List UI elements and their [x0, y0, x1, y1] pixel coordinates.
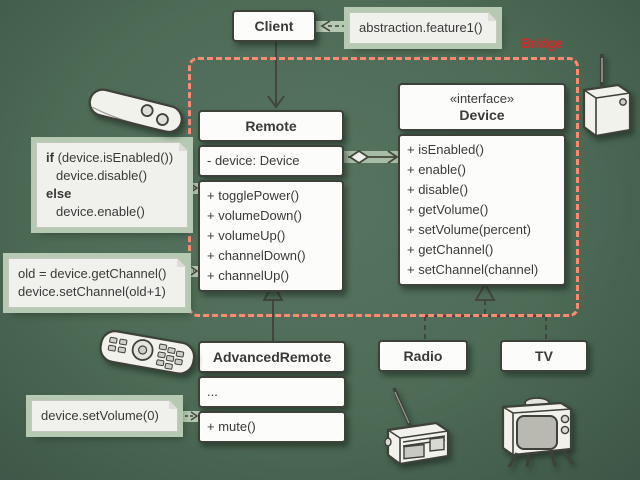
method: + enable(): [407, 162, 466, 177]
bridge-pattern-frame: [188, 57, 579, 317]
class-title-text: Device: [459, 107, 505, 123]
method: + disable(): [407, 182, 469, 197]
method: + volumeUp(): [207, 228, 286, 243]
radio-icon: [384, 387, 450, 466]
simple-remote-icon: [88, 88, 183, 134]
class-title: TV: [500, 340, 588, 372]
code-line: device.setChannel(old+1): [18, 284, 166, 299]
note-dogear-icon: [169, 400, 178, 409]
method: + getChannel(): [407, 242, 494, 257]
method: + togglePower(): [207, 188, 300, 203]
class-box-tv: TV: [500, 340, 588, 372]
class-box-radio: Radio: [378, 340, 468, 372]
note-dogear-icon: [179, 142, 188, 151]
methods-compartment: + mute(): [198, 411, 346, 443]
client-remote-arrow: [267, 41, 285, 109]
method: + channelUp(): [207, 268, 290, 283]
method: + setChannel(channel): [407, 262, 539, 277]
ellipsis-row: ...: [207, 384, 218, 399]
methods-compartment: + togglePower() + volumeDown() + volumeU…: [198, 180, 344, 292]
note-toggle-power: if (device.isEnabled()) device.disable()…: [36, 142, 188, 228]
class-title: AdvancedRemote: [198, 341, 346, 373]
advanced-remote-icon: [99, 330, 196, 375]
method: + getVolume(): [407, 202, 489, 217]
class-box-client: Client: [232, 10, 316, 42]
class-title: «interface» Device: [398, 83, 566, 131]
note-dogear-icon: [177, 258, 186, 267]
class-title: Client: [232, 10, 316, 42]
method: + volumeDown(): [207, 208, 303, 223]
method: + mute(): [207, 419, 256, 434]
code-line: device.disable(): [56, 168, 148, 183]
class-box-advancedremote: AdvancedRemote ... + mute(): [198, 341, 346, 443]
code-line: else: [46, 186, 72, 201]
class-box-remote: Remote - device: Device + togglePower() …: [198, 110, 344, 292]
code-line: old = device.getChannel(): [18, 266, 167, 281]
method: + isEnabled(): [407, 142, 484, 157]
code-line: device.setVolume(0): [41, 408, 159, 423]
transmitter-icon: [582, 54, 632, 138]
class-box-device: «interface» Device + isEnabled() + enabl…: [398, 83, 566, 286]
stereotype-label: «interface»: [449, 91, 515, 106]
class-title: Remote: [198, 110, 344, 142]
advancedremote-inheritance: [262, 281, 284, 341]
attributes-compartment: ...: [198, 376, 346, 408]
attributes-compartment: - device: Device: [198, 145, 344, 177]
method: + channelDown(): [207, 248, 306, 263]
attribute: - device: Device: [207, 153, 300, 168]
note-connector-band: [316, 21, 350, 32]
note-dogear-icon: [488, 12, 497, 21]
note-mute: device.setVolume(0): [31, 400, 178, 432]
note-text: abstraction.feature1(): [359, 20, 483, 35]
method: + setVolume(percent): [407, 222, 531, 237]
class-title: Radio: [378, 340, 468, 372]
note-feature: abstraction.feature1(): [349, 12, 497, 44]
remote-device-aggregation: [348, 149, 399, 165]
tv-icon: [501, 397, 575, 468]
note-channel-up: old = device.getChannel() device.setChan…: [8, 258, 186, 308]
pattern-name-label: Bridge: [521, 35, 563, 51]
code-line: device.enable(): [56, 204, 145, 219]
code-line: if (device.isEnabled()): [46, 150, 174, 165]
feature-note-arrow: [320, 20, 346, 32]
methods-compartment: + isEnabled() + enable() + disable() + g…: [398, 134, 566, 286]
